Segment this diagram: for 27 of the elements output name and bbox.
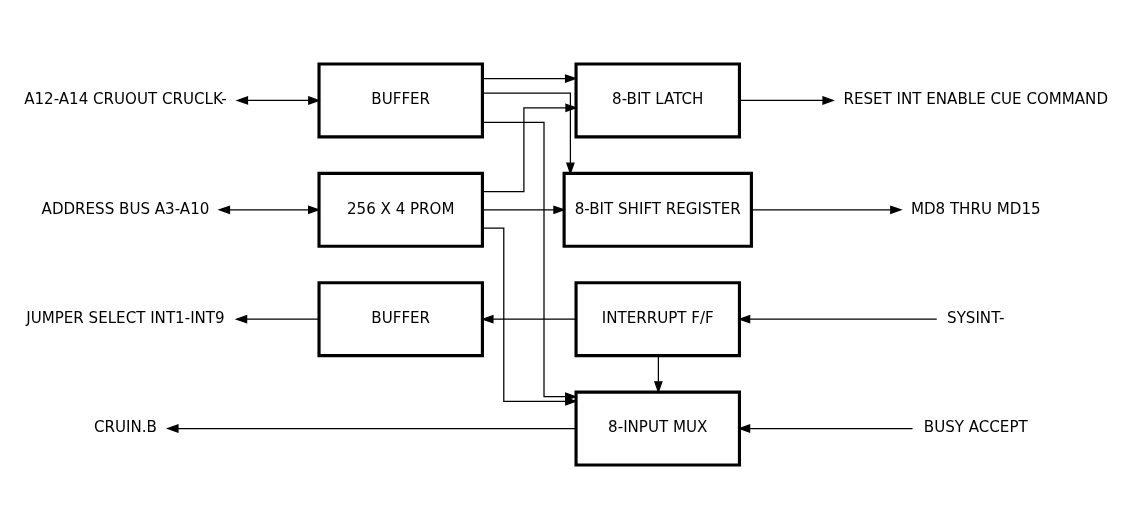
- node-text: BUSY ACCEPT: [923, 418, 1028, 437]
- node-text: SYSINT-: [947, 309, 1005, 328]
- node-text: CRUIN.B: [94, 418, 157, 437]
- node-text: MD8 THRU MD15: [910, 199, 1041, 218]
- arrow: [481, 103, 578, 193]
- arrow: [235, 96, 321, 105]
- node-text: ADDRESS BUS A3-A10: [41, 199, 210, 218]
- node-box: BUFFER: [317, 281, 484, 358]
- arrow: [482, 205, 566, 215]
- arrow: [737, 314, 938, 324]
- node-text: RESET INT ENABLE CUE COMMAND: [843, 90, 1109, 109]
- node-box: 8-BIT LATCH: [574, 62, 742, 139]
- node-box: 256 X 4 PROM: [317, 171, 484, 248]
- arrow: [165, 424, 577, 433]
- node-box: INTERRUPT F/F: [574, 281, 742, 358]
- node-box: 8-BIT SHIFT REGISTER: [562, 171, 753, 248]
- node-box: BUFFER: [317, 62, 484, 139]
- node-text: JUMPER SELECT INT1-INT9: [26, 309, 225, 328]
- arrow: [737, 424, 914, 433]
- arrow: [750, 205, 903, 215]
- arrow: [482, 74, 578, 83]
- arrow: [217, 205, 321, 215]
- node-text: A12-A14 CRUOUT CRUCLK-: [24, 90, 227, 109]
- arrow: [653, 355, 663, 394]
- arrow: [234, 314, 320, 324]
- arrow: [739, 96, 835, 105]
- node-box: 8-INPUT MUX: [574, 390, 742, 467]
